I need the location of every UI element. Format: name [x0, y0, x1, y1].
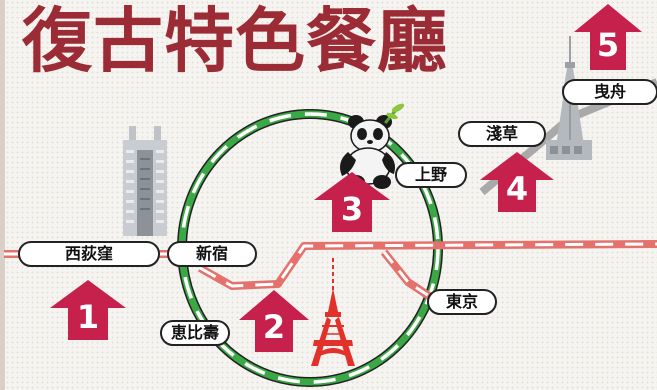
- station-label-nishiogikubo[interactable]: 西荻窪: [18, 241, 160, 267]
- restaurant-marker-4[interactable]: 4: [478, 150, 556, 214]
- restaurant-marker-1[interactable]: 1: [48, 278, 128, 342]
- restaurant-marker-2[interactable]: 2: [237, 288, 311, 354]
- tokyo-metropolitan-government-building: [123, 126, 167, 236]
- station-label-ueno[interactable]: 上野: [395, 162, 467, 188]
- station-label-ebisu[interactable]: 恵比壽: [160, 320, 230, 346]
- tokyo-skytree: [546, 36, 592, 160]
- station-label-tokyo[interactable]: 東京: [427, 289, 497, 315]
- tokyo-tower: [311, 258, 355, 366]
- up-arrow-icon: [480, 152, 554, 212]
- up-arrow-icon: [50, 280, 126, 340]
- up-arrow-icon: [574, 4, 642, 70]
- ueno-panda: [340, 103, 405, 189]
- up-arrow-icon: [314, 172, 390, 232]
- restaurant-marker-5[interactable]: 5: [572, 2, 644, 72]
- marker-number: 5: [596, 26, 620, 64]
- marker-number: 1: [76, 298, 100, 336]
- restaurant-marker-3[interactable]: 3: [312, 170, 392, 234]
- station-label-shinjuku[interactable]: 新宿: [167, 241, 257, 267]
- station-label-oshiage[interactable]: 曳舟: [562, 79, 657, 105]
- page-title: 復古特色餐廳: [22, 0, 448, 82]
- marker-number: 2: [262, 308, 286, 346]
- up-arrow-icon: [239, 290, 309, 352]
- marker-number: 4: [505, 170, 529, 208]
- marker-number: 3: [340, 190, 364, 228]
- station-label-asakusa[interactable]: 淺草: [458, 121, 546, 147]
